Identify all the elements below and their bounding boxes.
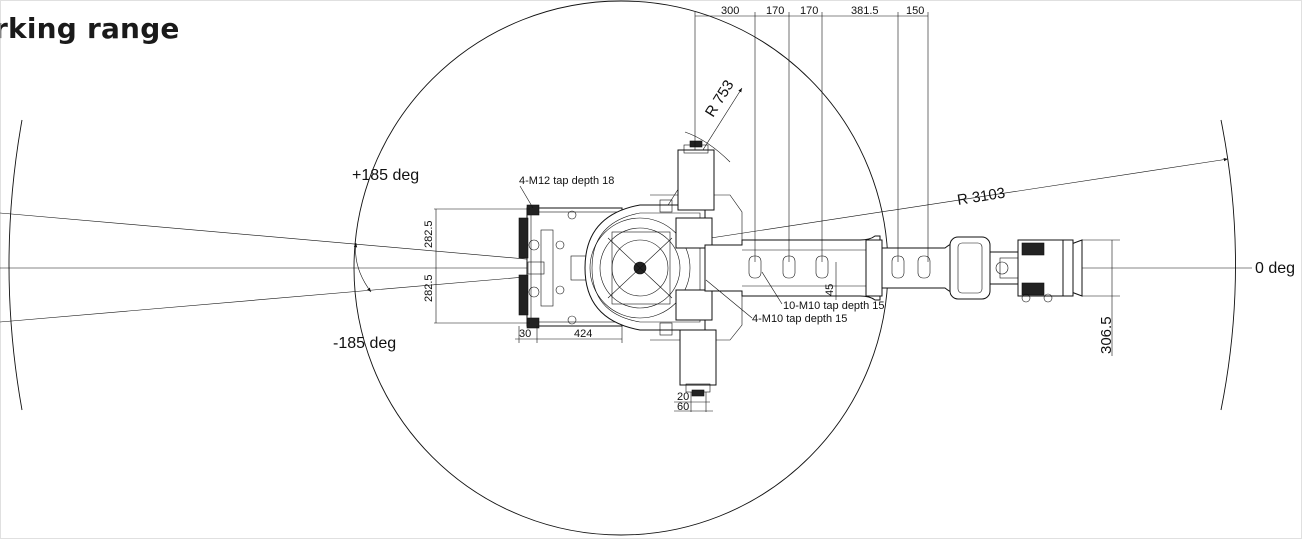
inner-radius-arc-mark	[684, 131, 731, 163]
swing-housing	[584, 194, 743, 341]
dim-left-lower: 282.5	[423, 274, 435, 302]
label-r-3103: R 3103	[956, 185, 1006, 209]
dim-bottom-20: 20	[677, 391, 689, 403]
dim-top-381-5: 381.5	[851, 5, 879, 17]
dim-bottom-60: 60	[677, 401, 689, 413]
note-m10-10-leader	[761, 271, 783, 305]
outer-range-arc-left	[8, 119, 23, 411]
lower-motor	[675, 289, 717, 397]
dim-top-150: 150	[906, 5, 924, 17]
note-m10-4: 4-M10 tap depth 15	[752, 313, 847, 325]
note-m12-leader	[519, 185, 534, 209]
dim-45: 45	[824, 284, 836, 296]
plus-185-line	[0, 212, 561, 263]
label-plus-185: +185 deg	[352, 167, 419, 184]
page-title: rking range	[0, 12, 180, 45]
note-m10-10: 10-M10 tap depth 15	[783, 300, 885, 312]
right-dim-lines	[1082, 239, 1120, 356]
minus-185-line	[0, 273, 561, 323]
note-m12: 4-M12 tap depth 18	[519, 175, 614, 187]
dim-top-170a: 170	[766, 5, 784, 17]
dim-bottom-30: 30	[519, 328, 531, 340]
bottom-small-dim-lines	[674, 392, 713, 412]
label-minus-185: -185 deg	[333, 335, 396, 352]
label-zero-deg: 0 deg	[1255, 260, 1295, 277]
outer-range-arc-right	[1220, 119, 1236, 411]
wrist-flange	[989, 239, 1083, 303]
note-m10-4-leader	[705, 279, 753, 319]
upper-motor	[675, 140, 715, 249]
bottom-left-dim-lines	[515, 326, 623, 343]
label-r-753: R 753	[702, 77, 738, 120]
dim-top-170b: 170	[800, 5, 818, 17]
angle-arc	[353, 242, 372, 293]
dim-right-306-5: 306.5	[1098, 316, 1115, 354]
dim-top-300: 300	[721, 5, 739, 17]
robot-arm	[704, 235, 991, 301]
dim-left-upper: 282.5	[423, 220, 435, 248]
top-extension-lines	[694, 12, 929, 262]
left-dim-lines	[434, 208, 530, 324]
dim-bottom-424: 424	[574, 328, 592, 340]
